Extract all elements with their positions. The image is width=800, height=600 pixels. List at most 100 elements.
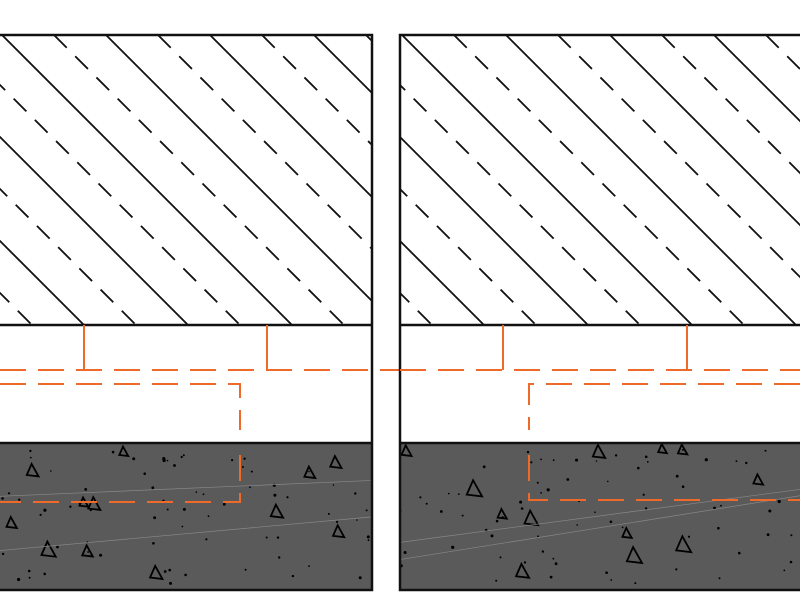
concrete-dot bbox=[1, 497, 4, 500]
concrete-dot bbox=[327, 512, 330, 515]
concrete-dot bbox=[18, 498, 21, 501]
concrete-dot bbox=[222, 502, 226, 506]
hatch-solid-line bbox=[105, 35, 372, 303]
panel-outline-right bbox=[398, 33, 800, 592]
concrete-dot bbox=[644, 455, 648, 459]
dashed-lower-left bbox=[0, 455, 241, 503]
concrete-dot bbox=[594, 511, 596, 513]
concrete-dot bbox=[621, 526, 624, 529]
concrete-dot bbox=[520, 507, 524, 510]
concrete-aggregate bbox=[591, 443, 607, 460]
concrete-dot bbox=[566, 478, 570, 481]
concrete-dot bbox=[29, 449, 32, 453]
concrete-dot bbox=[291, 574, 295, 578]
concrete-dot bbox=[675, 474, 679, 478]
concrete-dot bbox=[182, 454, 185, 457]
concrete-dot bbox=[609, 520, 613, 524]
concrete-dot bbox=[367, 539, 370, 542]
concrete-aggregate bbox=[674, 534, 693, 554]
concrete-dot bbox=[495, 519, 499, 523]
hatch-solid-line bbox=[90, 35, 380, 325]
concrete-dot bbox=[356, 519, 358, 521]
outline-top-left bbox=[0, 33, 374, 592]
concrete-dot bbox=[180, 455, 183, 459]
hatch-dashed-line bbox=[0, 83, 241, 325]
concrete-dot bbox=[637, 466, 640, 470]
concrete-aggregate bbox=[117, 444, 130, 458]
concrete-dot bbox=[162, 457, 166, 461]
concrete-dot bbox=[687, 535, 691, 538]
concrete-dot bbox=[182, 507, 186, 511]
concrete-dot bbox=[308, 565, 310, 567]
concrete-dot bbox=[790, 534, 793, 537]
concrete-aggregate bbox=[676, 443, 689, 456]
concrete-dot bbox=[27, 569, 31, 573]
hatch-solid-line bbox=[609, 35, 800, 227]
hatch-dashed-line bbox=[157, 35, 372, 251]
hatch-dashed-line bbox=[400, 291, 433, 325]
concrete-dot bbox=[366, 535, 370, 539]
concrete-aggregate bbox=[269, 502, 285, 519]
concrete-dot bbox=[181, 525, 184, 528]
concrete-aggregate bbox=[621, 526, 634, 540]
concrete-dot bbox=[336, 520, 339, 524]
concrete-aggregate bbox=[465, 478, 484, 498]
hatch-solid-line bbox=[1, 35, 293, 325]
concrete-dot bbox=[205, 538, 208, 541]
hatched-layer-left bbox=[0, 35, 372, 325]
concrete-dot bbox=[646, 461, 649, 463]
concrete-dot bbox=[265, 536, 268, 539]
concrete-dot bbox=[717, 526, 720, 530]
concrete-dot bbox=[163, 570, 167, 573]
concrete-dot bbox=[153, 516, 157, 520]
hatch-lines-left bbox=[0, 35, 372, 325]
concrete-dot bbox=[151, 486, 155, 490]
hatch-solid-line bbox=[400, 239, 485, 325]
concrete-dot bbox=[419, 496, 422, 499]
concrete-dot bbox=[783, 569, 786, 572]
concrete-dot bbox=[549, 575, 553, 579]
concrete-dot bbox=[249, 486, 251, 489]
concrete-dot bbox=[720, 504, 722, 507]
concrete-layer-right bbox=[400, 443, 800, 590]
hatch-dashed-line bbox=[400, 187, 537, 325]
concrete-dot bbox=[39, 513, 42, 517]
concrete-dot bbox=[273, 493, 277, 497]
panel-outline-left bbox=[0, 33, 374, 592]
concrete-dot bbox=[704, 458, 708, 462]
concrete-dot bbox=[718, 577, 721, 580]
concrete-dot bbox=[644, 507, 648, 510]
concrete-dot bbox=[552, 459, 555, 462]
concrete-dot bbox=[526, 450, 530, 454]
concrete-dot bbox=[495, 579, 498, 582]
concrete-dot bbox=[713, 506, 716, 510]
hatch-dashed-line bbox=[0, 291, 33, 325]
panel-left bbox=[0, 33, 400, 592]
concrete-dot bbox=[482, 465, 486, 469]
concrete-dot bbox=[278, 556, 281, 559]
concrete-dot bbox=[358, 576, 362, 580]
concrete-dot bbox=[7, 492, 11, 495]
hatch-dashed-line bbox=[400, 83, 641, 325]
hatched-layer-right bbox=[90, 35, 800, 325]
concrete-dot bbox=[523, 561, 527, 564]
concrete-dot bbox=[207, 515, 210, 518]
concrete-dot bbox=[530, 461, 533, 464]
hatch-solid-line bbox=[505, 35, 797, 325]
hatch-dashed-line bbox=[0, 187, 137, 325]
concrete-dot bbox=[540, 492, 542, 494]
concrete-aggregate bbox=[752, 472, 765, 486]
concrete-dot bbox=[308, 470, 310, 473]
concrete-dot bbox=[241, 466, 244, 468]
concrete-dot bbox=[17, 577, 21, 582]
concrete-dot bbox=[490, 534, 494, 538]
concrete-dot bbox=[461, 514, 464, 517]
concrete-dot bbox=[764, 449, 767, 452]
concrete-dot bbox=[610, 579, 613, 581]
concrete-aggregate bbox=[523, 508, 540, 527]
concrete-dot bbox=[143, 472, 146, 476]
concrete-dot bbox=[457, 493, 460, 495]
hatch-dashed-line bbox=[453, 35, 745, 325]
concrete-aggregate bbox=[328, 454, 344, 470]
concrete-dot bbox=[166, 508, 169, 511]
